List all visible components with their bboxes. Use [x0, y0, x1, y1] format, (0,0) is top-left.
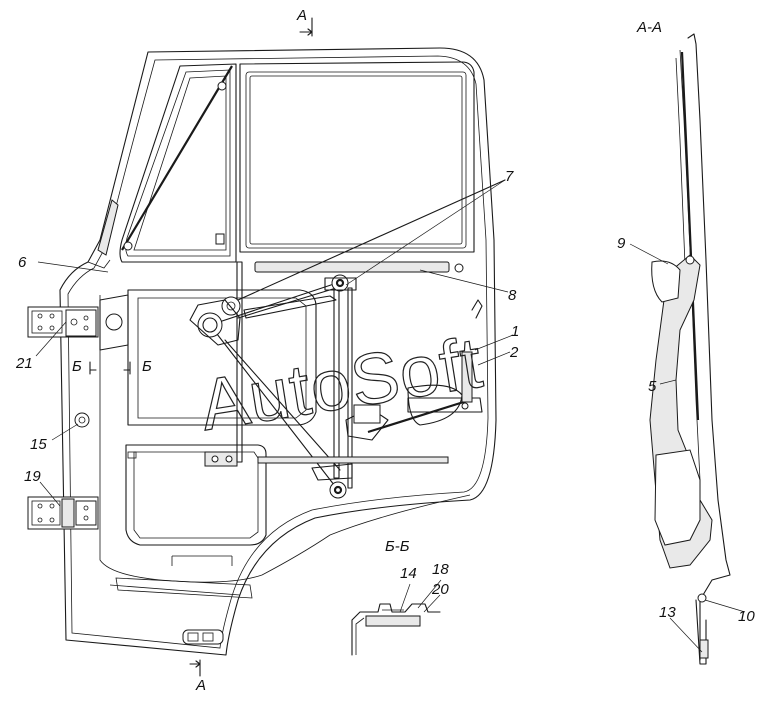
- upper-hinge: [27, 294, 129, 351]
- inner-openings: [125, 289, 317, 566]
- watermark: AutoSoft: [195, 323, 488, 446]
- callout-labels: 1 2 5 6 7 8 9 10 13 14 15 18 19 20 21: [15, 168, 755, 625]
- section-aa-profile: [649, 33, 731, 665]
- view-a-label-bottom: A: [195, 677, 206, 694]
- section-aa-title: A-A: [636, 19, 662, 36]
- glass-rail: [254, 261, 450, 273]
- callout-9: 9: [617, 235, 626, 252]
- callout-7: 7: [505, 168, 514, 185]
- front-pillar-channel: [87, 199, 119, 269]
- lower-hinge: [27, 496, 99, 530]
- callout-6: 6: [18, 254, 27, 271]
- lower-bar: [257, 456, 449, 464]
- callout-21: 21: [15, 355, 33, 372]
- callout-18: 18: [432, 561, 449, 578]
- view-a-label-top: A: [296, 7, 307, 24]
- section-cut-markers: [89, 17, 313, 677]
- callout-14: 14: [400, 565, 417, 582]
- callout-5: 5: [648, 378, 657, 395]
- section-bb-detail: [351, 603, 441, 656]
- section-bb-title: Б-Б: [385, 538, 410, 555]
- callout-8: 8: [508, 287, 517, 304]
- cut-b-left-label: Б: [72, 358, 82, 375]
- window-regulator: [189, 179, 506, 499]
- pocket-section: [654, 449, 701, 546]
- callout-2: 2: [509, 344, 519, 361]
- callout-19: 19: [24, 468, 41, 485]
- bottom-pulley: [329, 481, 347, 499]
- main-window: [239, 61, 475, 273]
- callout-13: 13: [659, 604, 676, 621]
- vent-window: [119, 63, 237, 263]
- top-pulley: [331, 274, 349, 292]
- door-check-plug: [74, 412, 90, 428]
- lock-mechanism: [345, 299, 483, 441]
- leader-lines: [35, 179, 746, 653]
- cut-b-right-label: Б: [142, 358, 152, 375]
- callout-15: 15: [30, 436, 47, 453]
- callout-10: 10: [738, 608, 755, 625]
- callout-20: 20: [431, 581, 449, 598]
- regulator-drum: [197, 312, 223, 338]
- callout-1: 1: [511, 323, 519, 340]
- section-labels: A A A-A Б-Б Б Б: [72, 7, 662, 694]
- armrest-section: [651, 260, 681, 303]
